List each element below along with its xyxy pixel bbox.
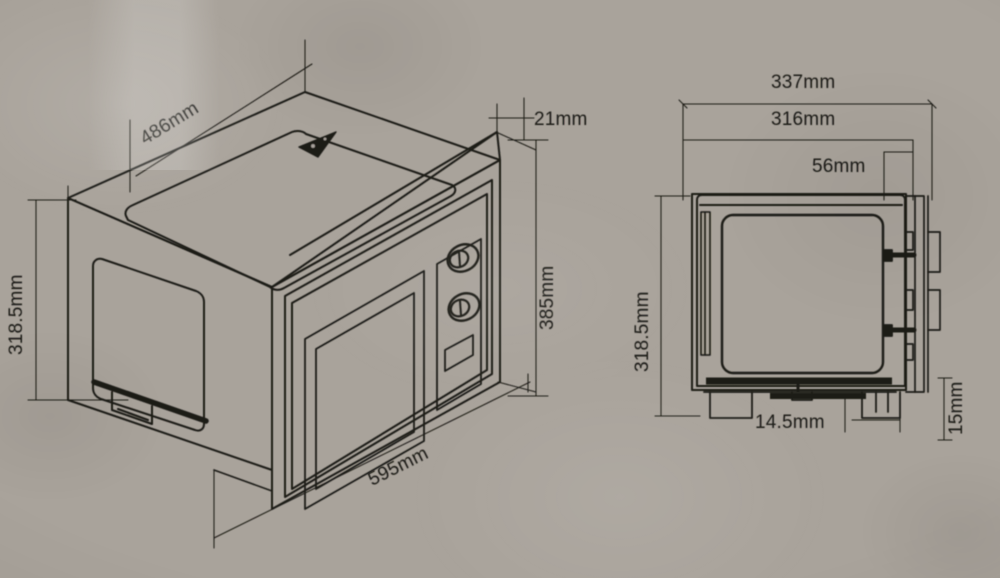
door-front-frame — [271, 131, 501, 510]
rotary-knob-lower[interactable] — [444, 288, 484, 326]
foot-left — [709, 391, 753, 419]
dim-14-5mm: 14.5mm — [755, 412, 825, 433]
hinge-column — [905, 195, 925, 393]
dim-21mm: 21mm — [534, 109, 588, 130]
hinge-pin-upper — [883, 249, 917, 262]
dim-318-5mm-iso: 318.5mm — [6, 274, 27, 355]
warning-triangle-icon — [298, 131, 337, 158]
hinge-pin-lower — [883, 324, 917, 337]
dim-56mm: 56mm — [812, 156, 866, 177]
cavity-outline — [720, 213, 885, 375]
dim-337mm: 337mm — [771, 72, 835, 93]
microwave-body — [67, 91, 501, 471]
dim-318-5mm-side: 318.5mm — [632, 291, 653, 372]
dim-385mm: 385mm — [537, 266, 558, 330]
control-panel — [436, 238, 482, 411]
mounting-flange — [927, 195, 941, 393]
base-and-feet — [696, 389, 907, 419]
housing-outline — [691, 193, 907, 391]
panel-button[interactable] — [444, 334, 474, 372]
rotary-knob-upper[interactable] — [443, 239, 483, 277]
base-edge — [213, 469, 273, 510]
side-witness-lines — [654, 99, 953, 441]
left-rail — [700, 211, 711, 356]
isometric-witness-lines — [27, 39, 549, 549]
foot-right — [861, 391, 901, 419]
dim-316mm: 316mm — [771, 109, 835, 130]
dim-595mm: 595mm — [365, 443, 432, 491]
isometric-view — [27, 39, 549, 549]
side-section-view — [654, 99, 953, 441]
door-window — [304, 270, 425, 510]
dim-15mm: 15mm — [946, 381, 967, 435]
